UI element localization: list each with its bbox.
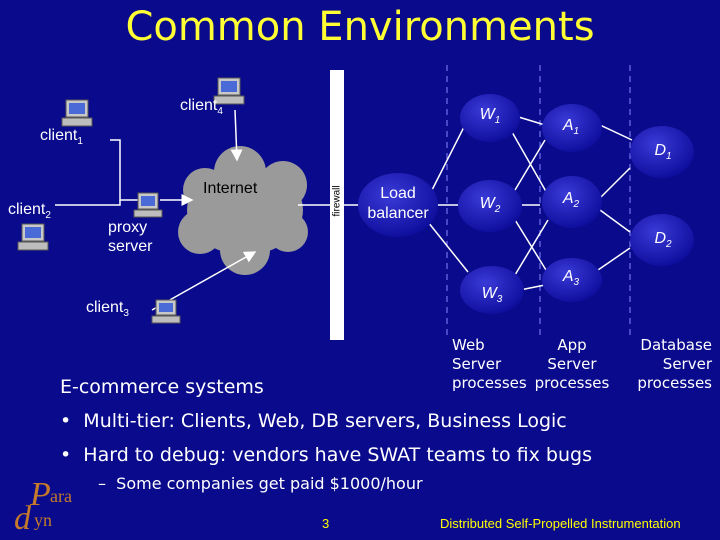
client1-label: client1 [40, 127, 83, 148]
web-server-caption: Web Server processes [452, 336, 527, 392]
load-balancer-node [358, 173, 438, 237]
w2-node [458, 180, 522, 232]
client3-label: client3 [86, 299, 129, 320]
body-heading: E-commerce systems [60, 376, 264, 398]
lb-w1-link [431, 124, 466, 191]
computer-icon [151, 299, 181, 324]
lb-w3-link [427, 221, 469, 273]
w1-label: W1 [479, 106, 501, 127]
firewall: firewall [330, 70, 344, 340]
w3-label: W3 [481, 285, 503, 306]
db-server-caption: Database Server processes [637, 336, 712, 392]
computer-icon [17, 223, 49, 251]
load-balancer-label: Load balancer [367, 185, 429, 222]
slide-title: Common Environments [125, 4, 595, 50]
a2-label: A2 [562, 190, 580, 211]
app-server-caption: App Server processes [534, 336, 610, 392]
w2-a1-link [511, 139, 546, 196]
a2-node [542, 176, 602, 228]
client4-link [230, 109, 243, 162]
computer-icon [213, 77, 245, 105]
footer-tagline: Distributed Self-Propelled Instrumentati… [440, 516, 681, 531]
internet-label: Internet [203, 180, 258, 197]
a2-d2-link [599, 209, 631, 233]
firewall-label: firewall [331, 185, 343, 217]
computer-icon [61, 99, 93, 127]
client4-label: client4 [180, 97, 223, 118]
w1-a2-link [507, 124, 549, 196]
w3-a2-link [511, 219, 549, 281]
bullet-2: • Hard to debug: vendors have SWAT teams… [60, 444, 592, 466]
d1-label: D1 [654, 142, 672, 163]
page-number: 3 [322, 516, 330, 531]
computer-icon [133, 192, 163, 218]
a3-d2-link [597, 247, 631, 271]
client2-label: client2 [8, 201, 51, 222]
a1-node [542, 104, 602, 152]
paradyn-logo: P ara d yn [14, 476, 72, 537]
internet-cloud [178, 146, 308, 275]
bullet-1: • Multi-tier: Clients, Web, DB servers, … [60, 410, 567, 432]
w3-a3-link [519, 284, 546, 291]
a1-label: A1 [562, 117, 580, 138]
w2-label: W2 [479, 195, 501, 216]
client1-link [110, 139, 140, 201]
d2-label: D2 [654, 230, 672, 251]
d2-node [630, 214, 694, 266]
client2-join [110, 200, 121, 206]
w3-node [460, 266, 524, 314]
proxy-server-label: proxy server [108, 219, 153, 255]
sub-bullet-1: – Some companies get paid $1000/hour [98, 474, 423, 493]
a2-d1-link [597, 167, 631, 201]
a1-d1-link [599, 124, 633, 141]
d1-node [630, 126, 694, 178]
w1-node [460, 94, 520, 142]
a3-label: A3 [562, 268, 580, 289]
w2-a3-link [511, 214, 547, 271]
a3-node [542, 258, 602, 302]
